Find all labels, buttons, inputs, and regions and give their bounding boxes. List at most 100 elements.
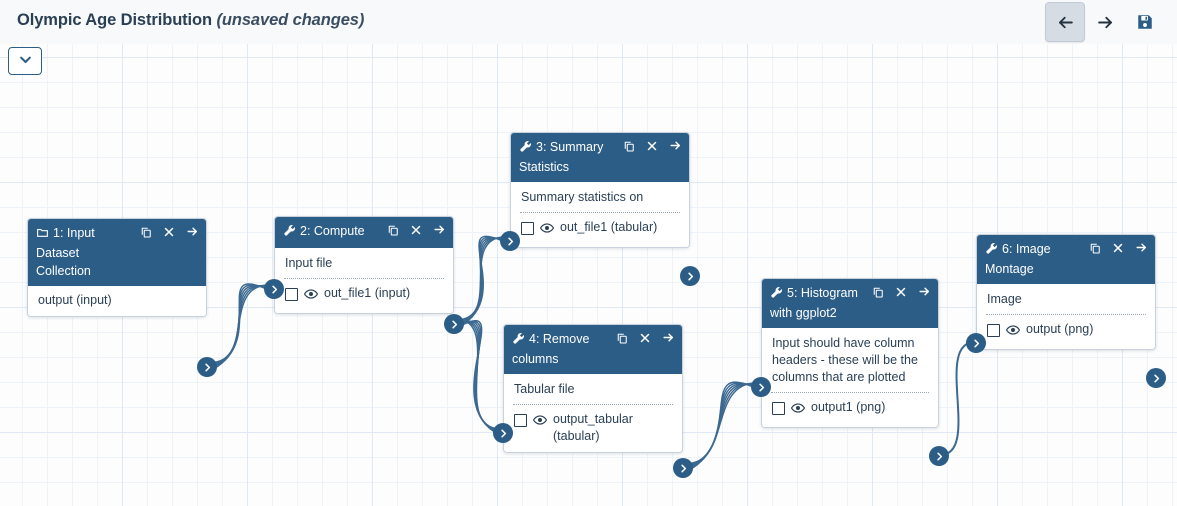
node-body-4: Tabular file output_tabular (tabular) bbox=[504, 374, 682, 452]
node-body-2: Input file out_file1 (input) bbox=[275, 248, 453, 313]
node-input-terminal-3[interactable] bbox=[500, 231, 520, 251]
node-output-terminal-4[interactable] bbox=[673, 458, 693, 478]
node-header-2[interactable]: 2: Compute bbox=[275, 217, 453, 248]
duplicate-icon[interactable] bbox=[872, 286, 884, 298]
wrench-icon bbox=[283, 224, 296, 242]
node-input-terminal-5[interactable] bbox=[751, 377, 771, 397]
close-icon[interactable] bbox=[646, 140, 658, 152]
node-output-label-6: output (png) bbox=[1026, 322, 1094, 336]
node-header-3[interactable]: 3: Summary Statistics bbox=[511, 133, 689, 182]
node-output-checkbox-4[interactable] bbox=[514, 414, 527, 427]
arrow-right-icon[interactable] bbox=[1135, 241, 1148, 254]
node-title-text-5: 5: Histogram with ggplot2 bbox=[770, 286, 858, 320]
node-output-row-4: output_tabular (tabular) bbox=[504, 405, 682, 452]
node-divider-2 bbox=[284, 278, 444, 279]
node-input-terminal-4[interactable] bbox=[493, 423, 513, 443]
eye-icon[interactable] bbox=[1005, 323, 1021, 342]
redo-button[interactable] bbox=[1085, 2, 1125, 42]
node-header-actions-3 bbox=[623, 139, 682, 152]
node-title-text-1: 1: Input Dataset Collection bbox=[36, 226, 95, 278]
arrow-right-icon[interactable] bbox=[669, 139, 682, 152]
node-input-label-2: Input file bbox=[285, 256, 333, 270]
node-divider-6 bbox=[986, 314, 1146, 315]
node-header-5[interactable]: 5: Histogram with ggplot2 bbox=[762, 279, 938, 328]
node-output-terminal-3[interactable] bbox=[680, 266, 700, 286]
save-button[interactable] bbox=[1125, 2, 1165, 42]
node-header-4[interactable]: 4: Remove columns bbox=[504, 325, 682, 374]
node-title-text-6: 6: Image Montage bbox=[985, 242, 1051, 276]
node-output-checkbox-6[interactable] bbox=[987, 324, 1000, 337]
node-header-actions-6 bbox=[1089, 241, 1148, 254]
node-title-text-4: 4: Remove columns bbox=[512, 332, 590, 366]
node-header-actions-5 bbox=[872, 285, 931, 298]
node-title-4: 4: Remove columns bbox=[512, 330, 674, 368]
wrench-icon bbox=[985, 242, 998, 260]
node-output-label-4: output_tabular (tabular) bbox=[553, 412, 633, 443]
duplicate-icon[interactable] bbox=[387, 224, 399, 236]
node-header-1[interactable]: 1: Input Dataset Collection bbox=[28, 219, 206, 286]
node-output-row-6: output (png) bbox=[977, 315, 1155, 349]
close-icon[interactable] bbox=[895, 286, 907, 298]
node-output-terminal-2[interactable] bbox=[444, 314, 464, 334]
node-body-1: output (input) bbox=[28, 286, 206, 316]
node-title-text-2: 2: Compute bbox=[300, 224, 365, 238]
workflow-canvas[interactable]: 1: Input Dataset Collection output (input… bbox=[0, 44, 1177, 506]
eye-icon[interactable] bbox=[539, 221, 555, 240]
duplicate-icon[interactable] bbox=[1089, 242, 1101, 254]
duplicate-icon[interactable] bbox=[623, 140, 635, 152]
wrench-icon bbox=[512, 332, 525, 350]
close-icon[interactable] bbox=[410, 224, 422, 236]
node-header-actions-2 bbox=[387, 223, 446, 236]
node-output-checkbox-3[interactable] bbox=[521, 222, 534, 235]
page-title: Olympic Age Distribution (unsaved change… bbox=[17, 11, 364, 30]
arrow-right-icon[interactable] bbox=[186, 225, 199, 238]
collapse-toggle-button[interactable] bbox=[8, 47, 42, 75]
node-output-terminal-6[interactable] bbox=[1146, 368, 1166, 388]
node-input-terminal-2[interactable] bbox=[264, 279, 284, 299]
workflow-node-1[interactable]: 1: Input Dataset Collection output (input… bbox=[27, 218, 217, 377]
arrow-right-icon[interactable] bbox=[433, 223, 446, 236]
node-title-2: 2: Compute bbox=[283, 222, 445, 242]
node-divider-4 bbox=[513, 404, 673, 405]
node-output-terminal-1[interactable] bbox=[197, 357, 217, 377]
node-body-5: Input should have column headers - these… bbox=[762, 328, 938, 427]
node-output-terminal-5[interactable] bbox=[929, 446, 949, 466]
arrow-right-icon[interactable] bbox=[662, 331, 675, 344]
node-output-row-1: output (input) bbox=[28, 286, 206, 316]
node-divider-5 bbox=[771, 392, 929, 393]
wrench-icon bbox=[519, 140, 532, 158]
app-header: Olympic Age Distribution (unsaved change… bbox=[0, 0, 1177, 44]
eye-icon[interactable] bbox=[303, 287, 319, 306]
duplicate-icon[interactable] bbox=[616, 332, 628, 344]
duplicate-icon[interactable] bbox=[140, 226, 152, 238]
eye-icon[interactable] bbox=[790, 401, 806, 420]
node-output-label-3: out_file1 (tabular) bbox=[560, 220, 658, 234]
node-output-row-2: out_file1 (input) bbox=[275, 279, 453, 313]
close-icon[interactable] bbox=[163, 226, 175, 238]
arrow-right-icon[interactable] bbox=[918, 285, 931, 298]
chevron-down-icon bbox=[18, 52, 33, 70]
node-input-terminal-6[interactable] bbox=[966, 333, 986, 353]
node-output-checkbox-2[interactable] bbox=[285, 288, 298, 301]
eye-icon[interactable] bbox=[532, 413, 548, 432]
node-header-6[interactable]: 6: Image Montage bbox=[977, 235, 1155, 284]
node-input-label-4: Tabular file bbox=[514, 382, 575, 396]
folder-icon bbox=[36, 226, 49, 244]
save-disk-icon bbox=[1136, 13, 1154, 31]
undo-button[interactable] bbox=[1045, 2, 1085, 42]
arrow-left-icon bbox=[1056, 13, 1075, 32]
editor-toolbar bbox=[1045, 2, 1165, 42]
close-icon[interactable] bbox=[639, 332, 651, 344]
close-icon[interactable] bbox=[1112, 242, 1124, 254]
node-output-checkbox-5[interactable] bbox=[772, 402, 785, 415]
node-divider-3 bbox=[520, 212, 680, 213]
node-input-label-5: Input should have column headers - these… bbox=[772, 336, 918, 384]
